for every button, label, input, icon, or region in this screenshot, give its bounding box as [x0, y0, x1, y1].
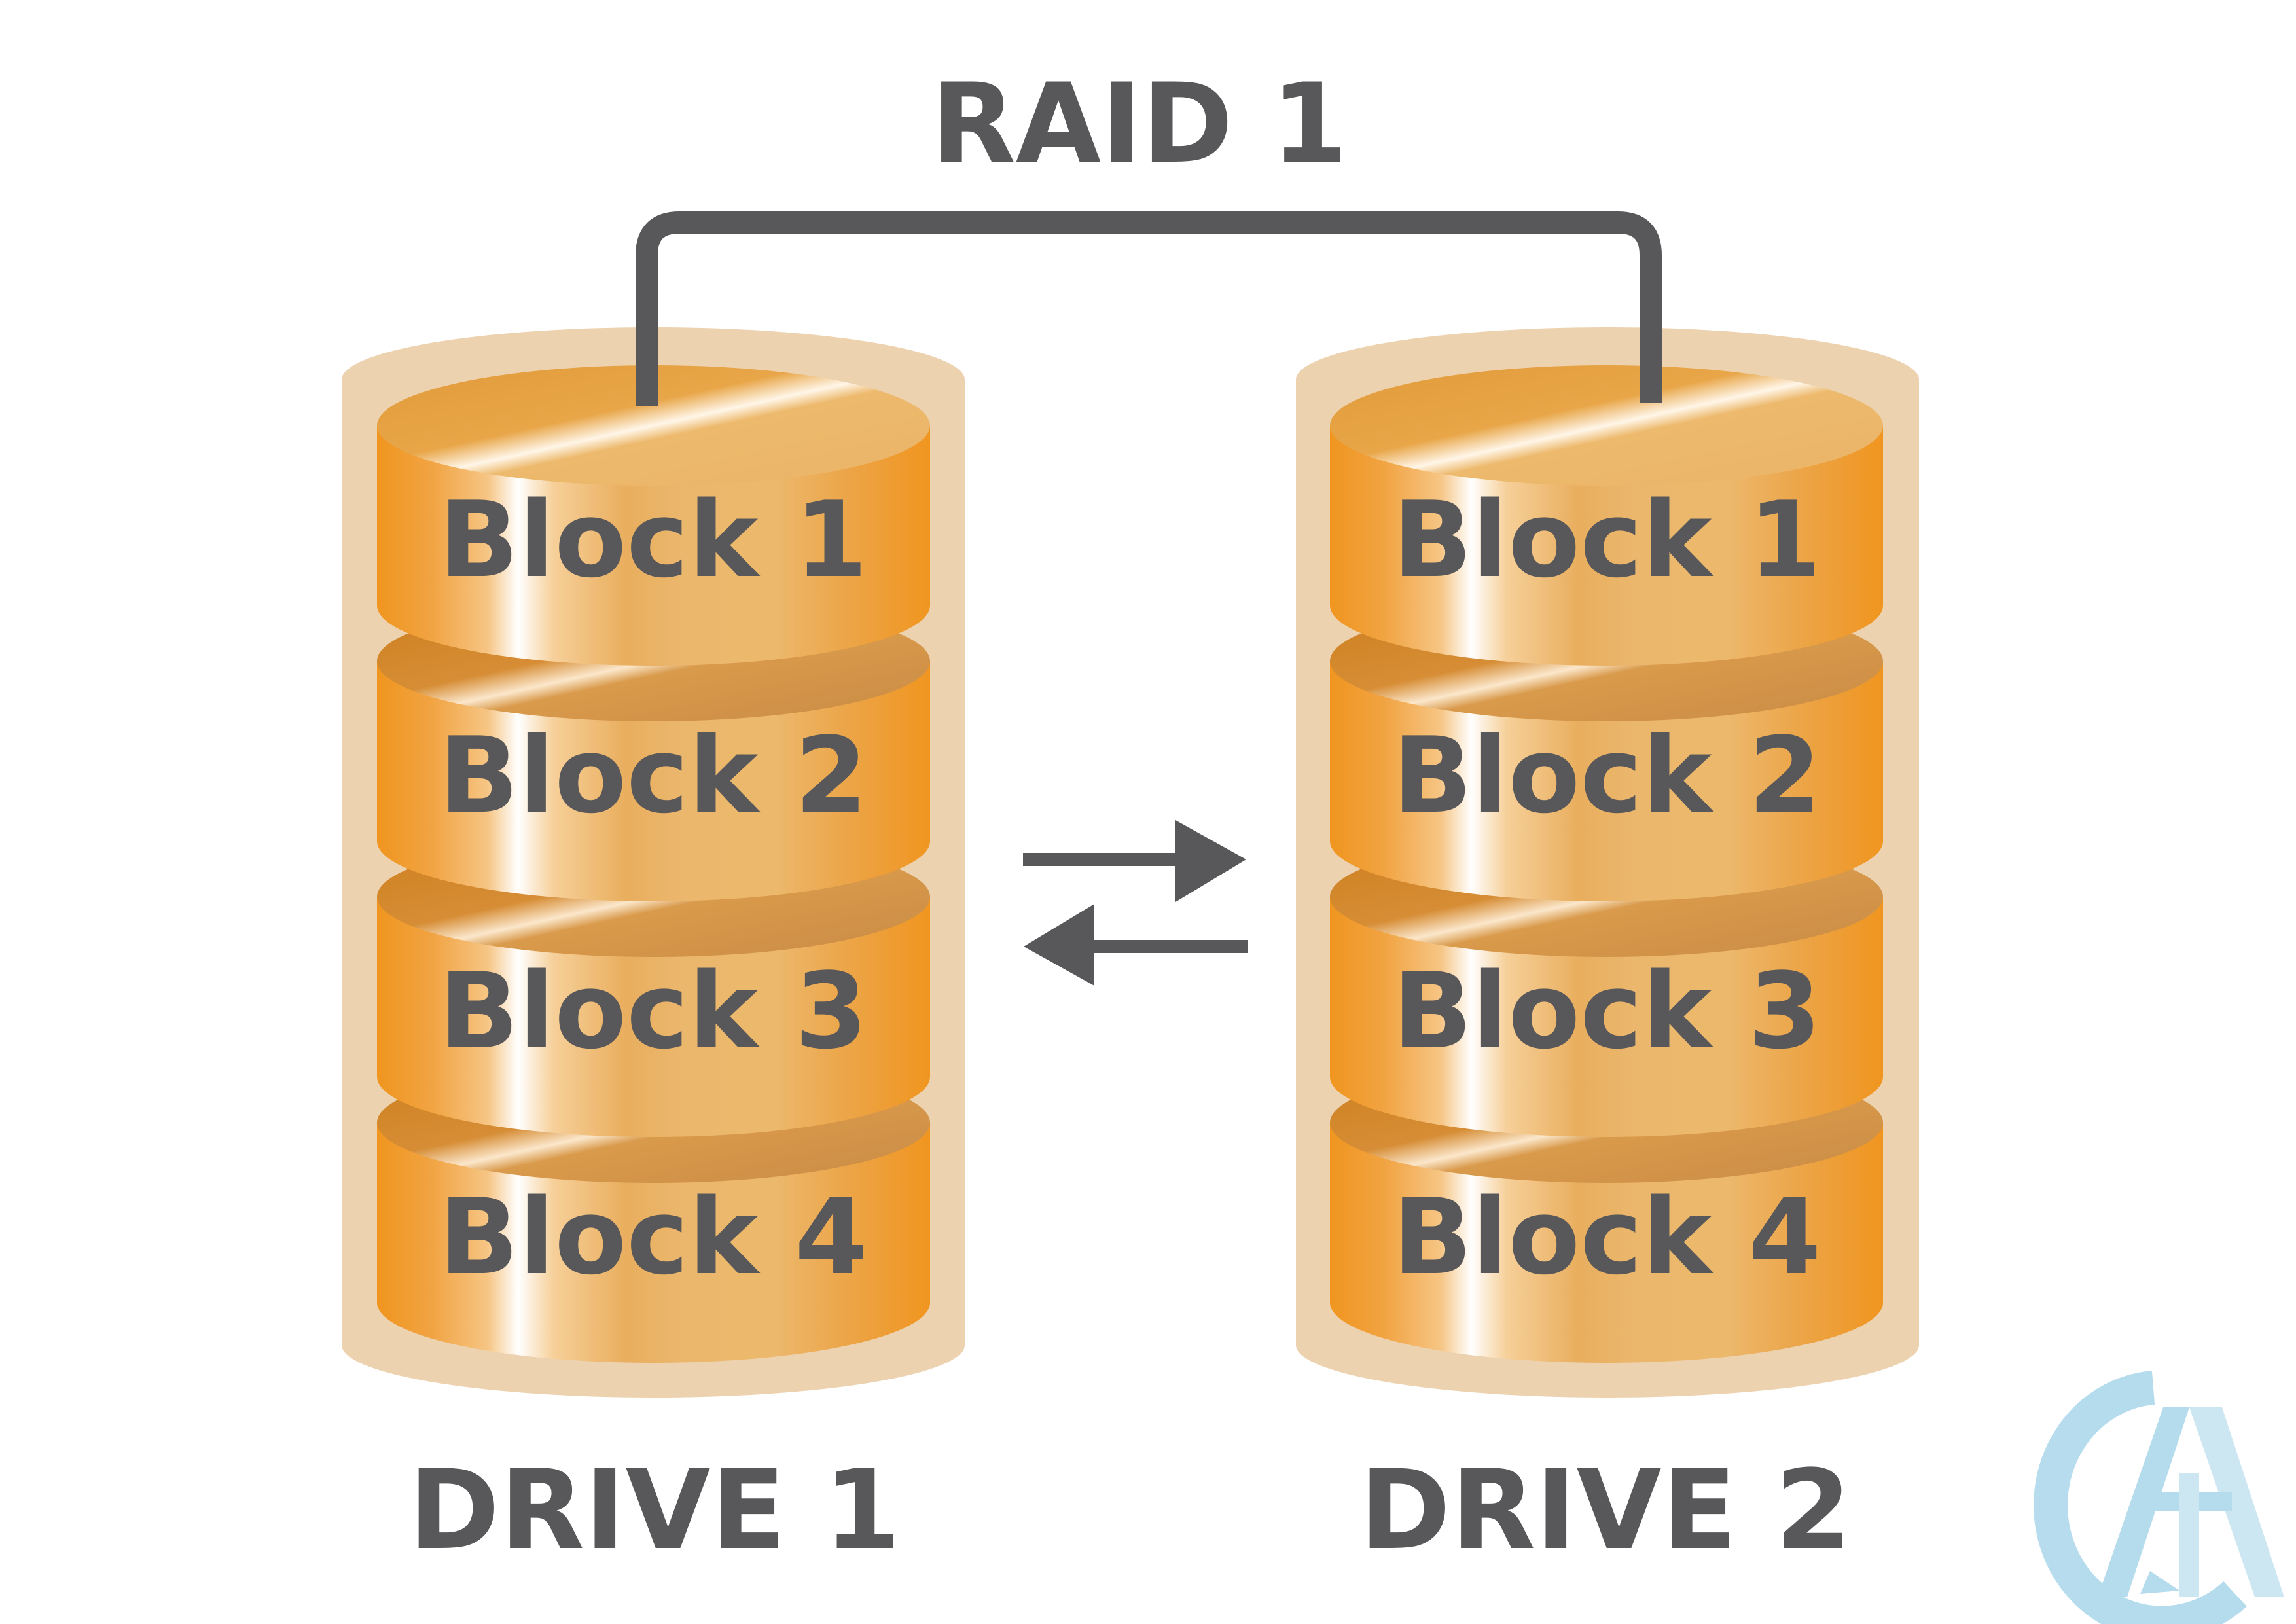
block-label: Block 3 — [439, 950, 868, 1072]
block-label: Block 1 — [439, 478, 868, 601]
mirror-connector — [636, 211, 1662, 406]
drive-1-label: DRIVE 1 — [408, 1446, 901, 1574]
ata-logo — [2034, 1371, 2284, 1624]
block-label: Block 4 — [1393, 1176, 1821, 1298]
drive-2-label: DRIVE 2 — [1359, 1446, 1852, 1574]
block-disk-1: Block 1 — [1330, 365, 1883, 666]
drive-2-stack: Block 4 Block 3 Block 2 Block 1 — [1296, 327, 1919, 1398]
drive-1-stack: Block 4 Block 3 Block 2 Block 1 — [342, 327, 965, 1398]
diagram-title: RAID 1 — [931, 60, 1348, 188]
block-disk-1: Block 1 — [377, 365, 930, 666]
block-label: Block 2 — [1393, 714, 1821, 837]
block-label: Block 1 — [1393, 478, 1821, 601]
bidirectional-arrows-icon — [1023, 820, 1248, 986]
block-label: Block 3 — [1393, 950, 1821, 1072]
block-label: Block 2 — [439, 714, 868, 837]
block-label: Block 4 — [439, 1176, 868, 1298]
